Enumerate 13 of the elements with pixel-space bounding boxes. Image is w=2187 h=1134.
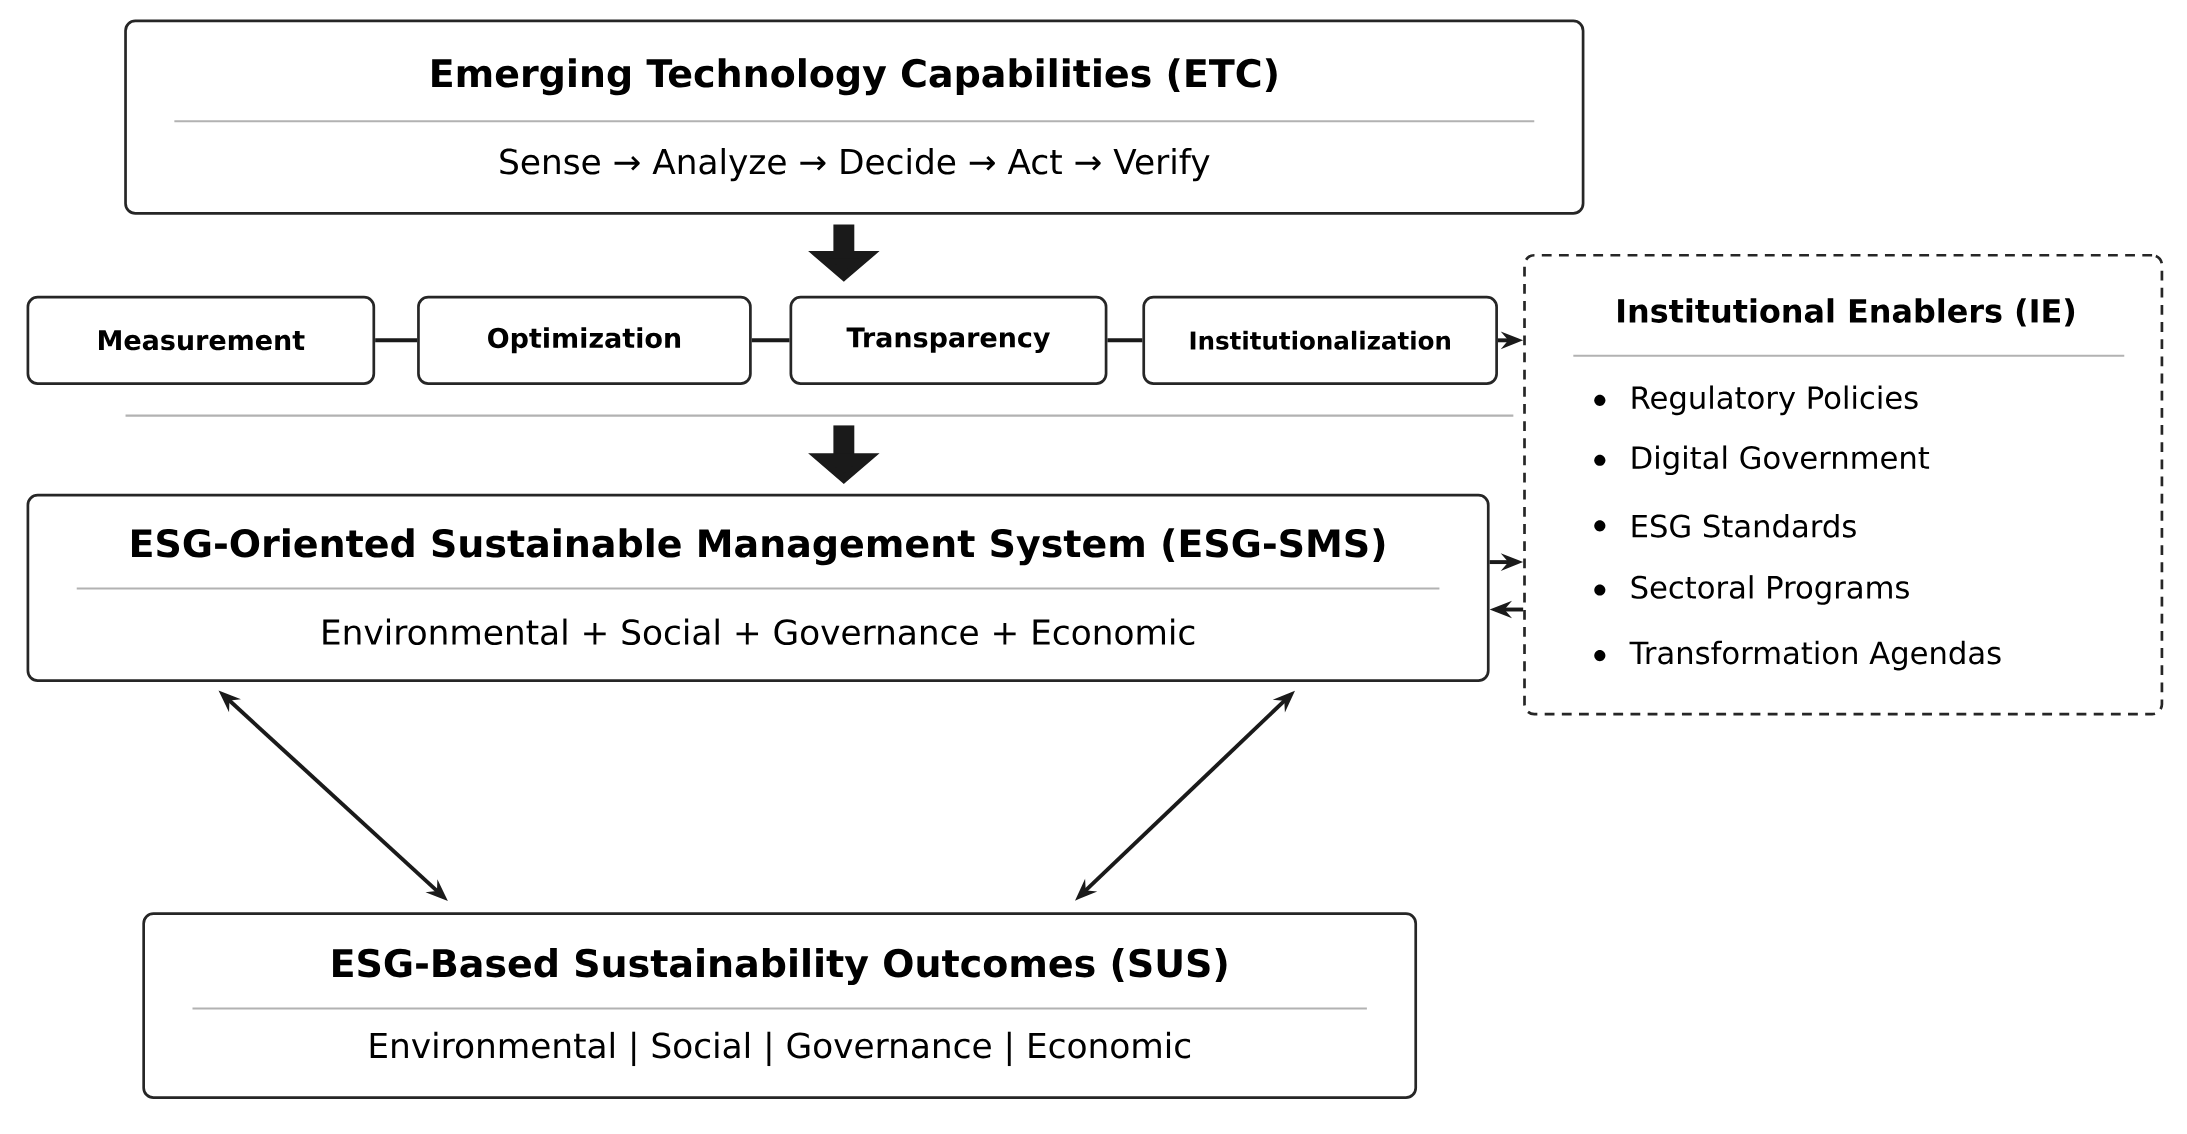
process-box: Emerging Technology Capabilities (ETC) Sense → Analyze → Decide → Act → Verify	[124, 19, 1585, 215]
bullet-item: ESG Standards	[1594, 514, 1856, 538]
stage-box: Transparency	[789, 295, 1108, 385]
bullet-item: Regulatory Policies	[1594, 385, 1918, 416]
process-box: ESG-Based Sustainability Outcomes (SUS) Environmental | Social | Governance | Economic	[142, 912, 1418, 1100]
stage-box: Measurement	[26, 295, 376, 385]
bullet-item: Sectoral Programs	[1594, 575, 1909, 605]
process-box: ESG-Oriented Sustainable Management System (ESG-SMS) Environmental + Social + Governance + Economic	[26, 493, 1490, 682]
bullet-item: Digital Government	[1594, 445, 1930, 476]
stage-box: Institutionalization	[1142, 295, 1498, 385]
bullet-item: Transformation Agendas	[1594, 640, 2001, 671]
stage-box: Optimization	[417, 295, 752, 385]
enabler-panel: Institutional Enablers (IE) Regulatory Policies Digital Government ESG Standards Sectoral Programs Transformation Agendas	[1523, 253, 2164, 716]
